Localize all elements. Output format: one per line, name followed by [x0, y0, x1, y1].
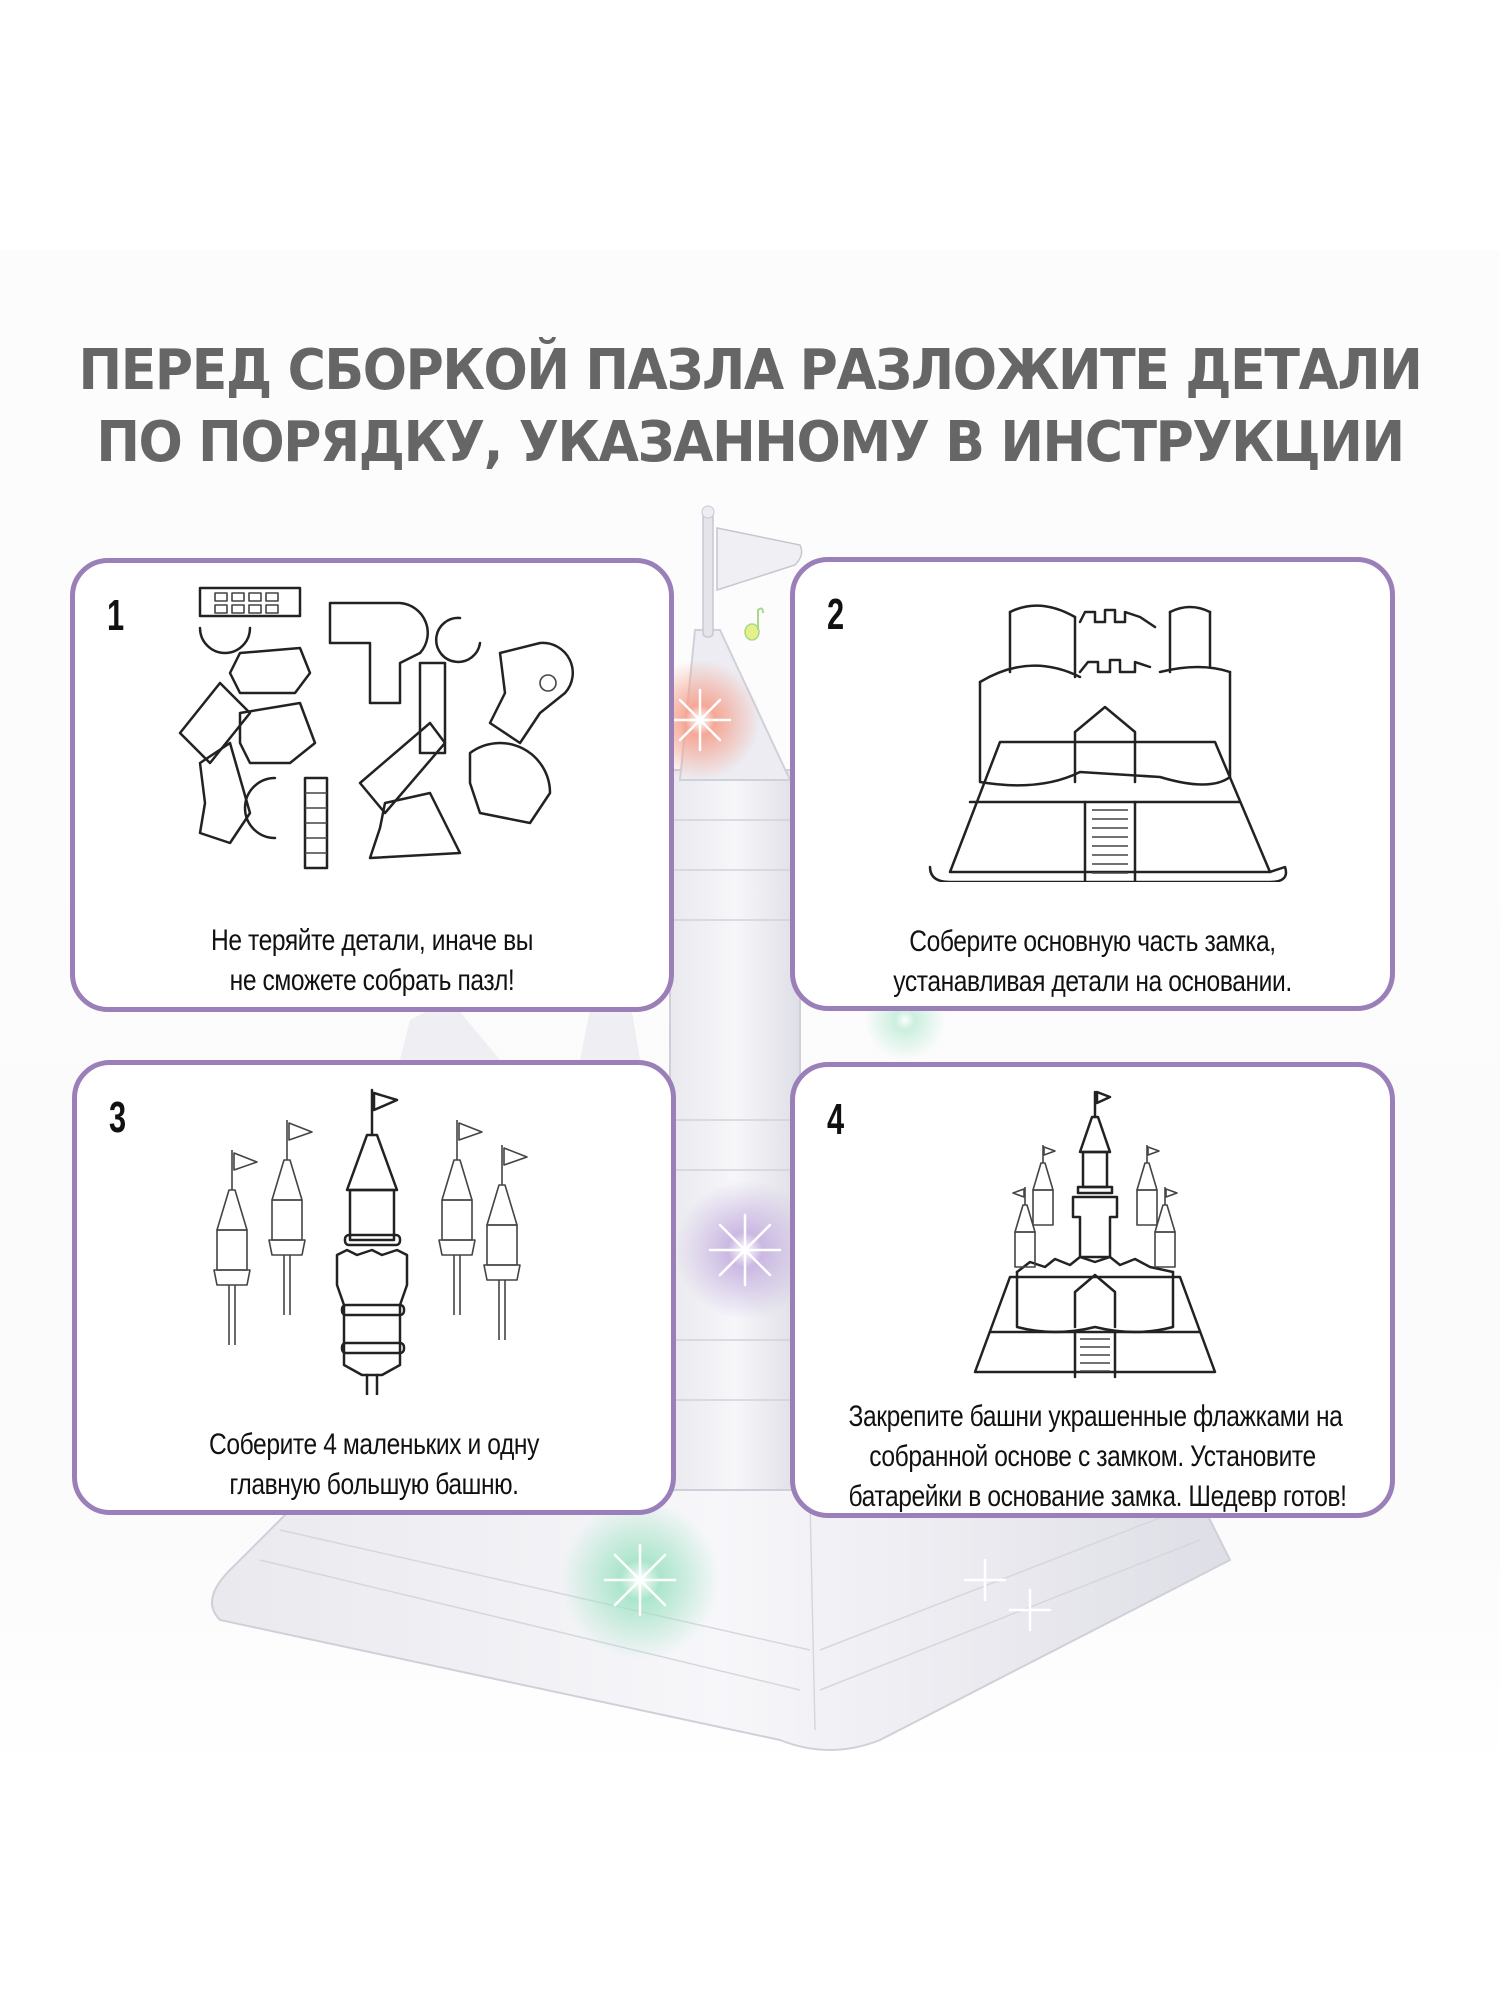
towers-icon: [213, 1088, 528, 1395]
step-card-4: 4 Закрепите башни украшенные флажками на…: [790, 1062, 1395, 1518]
step-number: 3: [109, 1093, 127, 1142]
step-number: 4: [827, 1095, 845, 1144]
step-number: 1: [107, 591, 125, 640]
step-card-2: 2 Соберите основную часть замка, устанав…: [790, 557, 1395, 1011]
step-card-3: 3: [72, 1060, 676, 1515]
finished-castle-icon: [973, 1090, 1217, 1379]
title-line-2: ПО ПОРЯДКУ, УКАЗАННОМУ В ИНСТРУКЦИИ: [96, 410, 1405, 475]
castle-base-icon: [928, 604, 1288, 882]
step-caption: Не теряйте детали, иначе вы не сможете с…: [210, 924, 534, 997]
step-caption: Соберите основную часть замка, устанавли…: [893, 925, 1292, 998]
step-number: 2: [827, 590, 845, 639]
puzzle-pieces-icon: [178, 586, 574, 870]
step-card-1: 1 Не теряйте детали, иначе вы не сможете…: [70, 558, 674, 1012]
step-caption: Закрепите башни украшенные флажками на с…: [848, 1400, 1347, 1513]
page-title: ПЕРЕД СБОРКОЙ ПАЗЛА РАЗЛОЖИТЕ ДЕТАЛИ ПО …: [53, 335, 1448, 479]
step-caption: Соберите 4 маленьких и одну главную боль…: [209, 1428, 539, 1501]
title-line-1: ПЕРЕД СБОРКОЙ ПАЗЛА РАЗЛОЖИТЕ ДЕТАЛИ: [78, 338, 1423, 403]
